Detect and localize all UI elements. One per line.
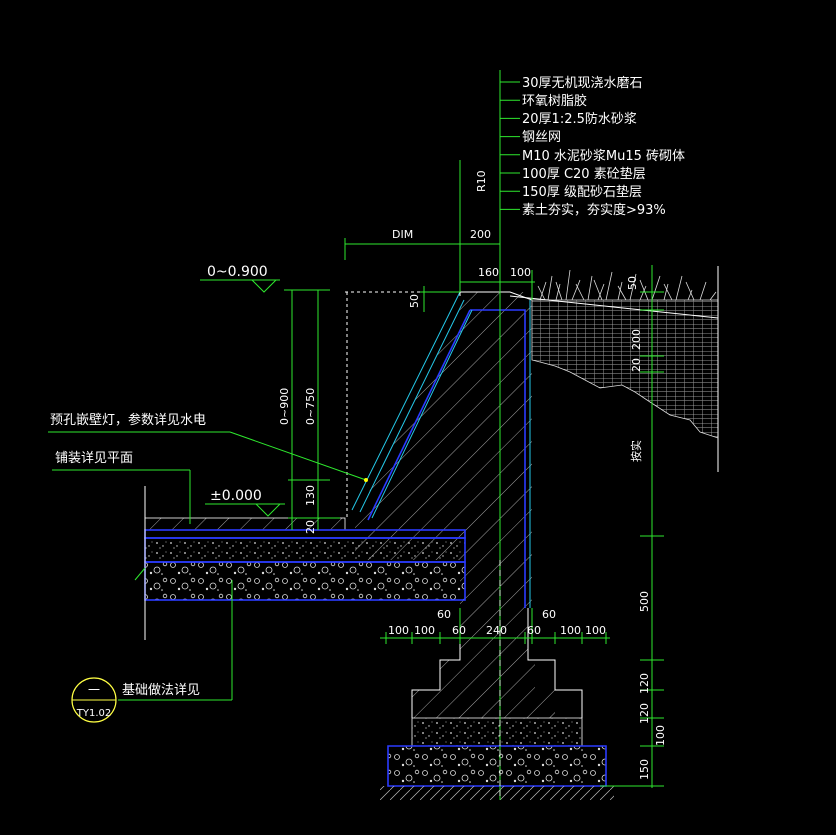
dim-r120a: 120 bbox=[638, 673, 651, 694]
dim-r-var: 按实 bbox=[629, 440, 643, 462]
layer-callouts: 30厚无机现浇水磨石 环氧树脂胶 20厚1:2.5防水砂浆 钢丝网 M10 水泥… bbox=[499, 76, 685, 218]
dim-60-b: 60 bbox=[452, 624, 466, 637]
dim-dim: DIM bbox=[392, 228, 413, 241]
left-vertical-dims: 0~900 0~750 130 20 bbox=[278, 289, 340, 534]
dim-100-l2: 100 bbox=[414, 624, 435, 637]
top-dimensions: R10 DIM 200 160 100 50 bbox=[344, 160, 535, 520]
dim-r500: 500 bbox=[638, 591, 651, 612]
layer-3: 20厚1:2.5防水砂浆 bbox=[522, 111, 637, 127]
layer-2: 环氧树脂胶 bbox=[522, 93, 587, 109]
layer-7: 150厚 级配砂石垫层 bbox=[522, 184, 642, 200]
note-lamp: 预孔嵌壁灯，参数详见水电 bbox=[48, 412, 368, 482]
layer-1: 30厚无机现浇水磨石 bbox=[522, 76, 643, 91]
detail-ref-sheet: TY1.02 bbox=[76, 708, 111, 719]
layer-8: 素土夯实，夯实度>93% bbox=[522, 202, 666, 218]
grass-icon bbox=[537, 269, 717, 301]
dim-240: 240 bbox=[486, 624, 507, 637]
dim-50-left: 50 bbox=[408, 294, 421, 308]
dim-100-top: 100 bbox=[510, 266, 531, 279]
note-paving-text: 铺装详见平面 bbox=[55, 451, 133, 466]
dim-130: 130 bbox=[304, 485, 317, 506]
level-ground-text: ±0.000 bbox=[210, 488, 262, 504]
note-paving: 铺装详见平面 bbox=[52, 451, 191, 524]
layer-6: 100厚 C20 素砼垫层 bbox=[522, 166, 646, 182]
detail-ref-number: 一 bbox=[88, 683, 100, 697]
retaining-wall bbox=[351, 291, 555, 718]
note-foundation: 基础做法详见 bbox=[118, 567, 233, 701]
foundation-steps bbox=[380, 608, 614, 800]
level-ground: ±0.000 bbox=[205, 488, 285, 517]
dim-r10: R10 bbox=[475, 170, 488, 192]
note-lamp-text: 预孔嵌壁灯，参数详见水电 bbox=[50, 412, 206, 428]
dim-r120b: 120 bbox=[638, 703, 651, 724]
dim-r150: 150 bbox=[638, 759, 651, 780]
layer-5: M10 水泥砂浆Mu15 砖砌体 bbox=[522, 149, 685, 164]
dim-r200: 200 bbox=[630, 329, 643, 350]
level-top-text: 0~0.900 bbox=[207, 264, 268, 280]
bottom-dims: 100 100 60 60 240 60 60 100 100 bbox=[380, 608, 610, 644]
dim-r100: 100 bbox=[654, 725, 667, 746]
dim-60-a: 60 bbox=[437, 608, 451, 621]
right-vertical-dims: 50 200 20 按实 500 120 120 100 150 bbox=[600, 265, 667, 788]
note-foundation-text: 基础做法详见 bbox=[122, 683, 200, 698]
dim-r50: 50 bbox=[626, 276, 639, 290]
dim-100-r2: 100 bbox=[585, 624, 606, 637]
detail-ref-symbol: 一 TY1.02 bbox=[71, 677, 117, 723]
soil-grass-area bbox=[509, 266, 719, 472]
dim-0-900: 0~900 bbox=[278, 388, 291, 425]
dim-160: 160 bbox=[478, 266, 499, 279]
level-top: 0~0.900 bbox=[200, 264, 280, 293]
layer-4: 钢丝网 bbox=[522, 130, 561, 145]
dim-200-top: 200 bbox=[470, 228, 491, 241]
dim-20: 20 bbox=[304, 520, 317, 534]
dim-60-d: 60 bbox=[542, 608, 556, 621]
dim-100-l1: 100 bbox=[388, 624, 409, 637]
dim-r20: 20 bbox=[630, 358, 643, 372]
dim-60-c: 60 bbox=[527, 624, 541, 637]
paving-layers bbox=[144, 486, 466, 640]
dim-0-750: 0~750 bbox=[304, 388, 317, 425]
dim-100-r1: 100 bbox=[560, 624, 581, 637]
